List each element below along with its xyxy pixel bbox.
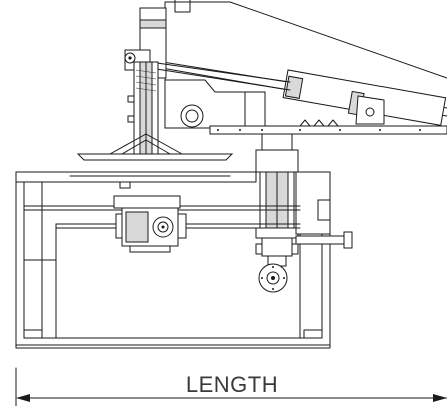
length-label: LENGTH [186,372,278,397]
vertical-shaft [127,61,159,155]
hydraulic-cylinder [149,61,447,126]
spindle-column [255,133,299,293]
center-gearbox [113,195,187,253]
rotary-table [76,133,234,161]
length-dimension: LENGTH [15,367,447,406]
machine-frame [15,171,353,349]
arrow-right-icon [433,394,447,402]
arrow-left-icon [16,394,30,402]
